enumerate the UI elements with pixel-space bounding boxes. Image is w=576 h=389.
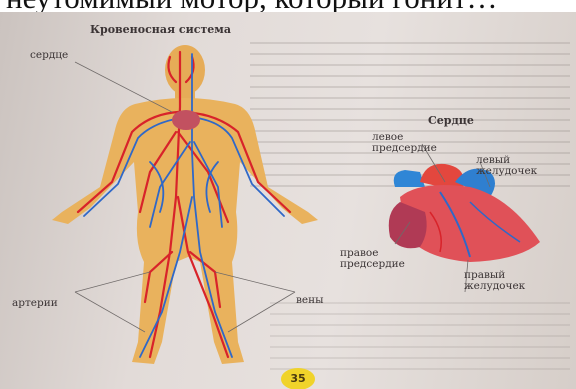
label-arteries: артерии <box>12 298 58 309</box>
label-left-ventricle: левый желудочек <box>476 155 537 177</box>
body-heart <box>172 110 200 130</box>
label-veins: вены <box>296 295 323 306</box>
circulatory-illustration <box>0 12 576 389</box>
figure-title: Кровеносная система <box>90 24 231 35</box>
heart-inset-drawing <box>389 164 540 262</box>
label-heart: сердце <box>30 50 68 61</box>
page-number-badge: 35 <box>281 368 315 389</box>
label-right-atrium: правое предсердие <box>340 248 405 270</box>
book-page: Кровеносная система сердце артерии вены … <box>0 12 576 389</box>
inset-title: Сердце <box>428 115 474 126</box>
body-silhouette <box>52 45 318 364</box>
label-left-atrium: левое предсердие <box>372 132 437 154</box>
label-right-ventricle: правый желудочек <box>464 270 525 292</box>
